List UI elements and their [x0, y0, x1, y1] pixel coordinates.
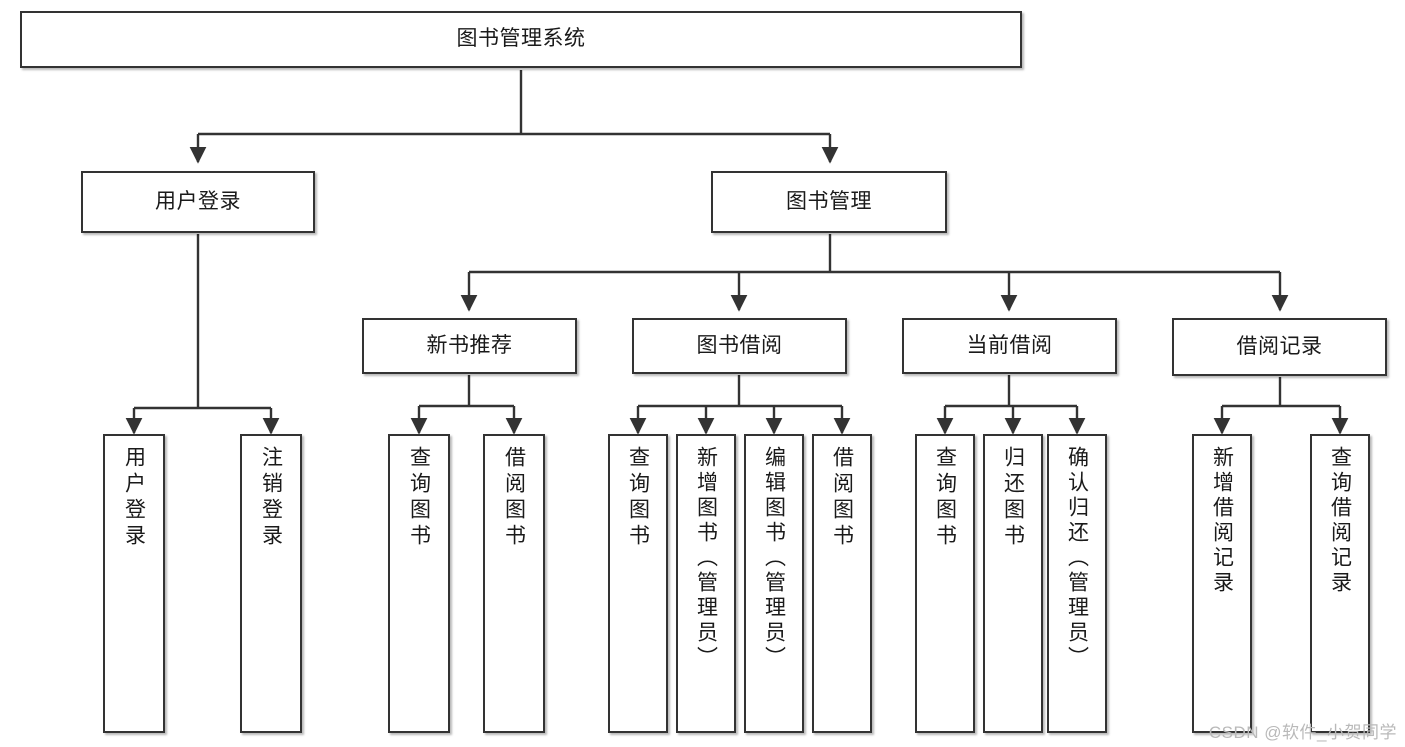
- node-label: 借阅图书: [830, 446, 854, 550]
- node-user-login[interactable]: 用户登录: [81, 171, 315, 233]
- leaf-user-login-login[interactable]: 用户登录: [103, 434, 165, 733]
- node-book-borrow[interactable]: 图书借阅: [632, 318, 847, 374]
- node-label: 当前借阅: [966, 333, 1053, 357]
- node-label: 借阅图书: [502, 446, 526, 550]
- node-borrow-record[interactable]: 借阅记录: [1172, 318, 1387, 376]
- leaf-current-borrow-query-book[interactable]: 查询图书: [915, 434, 975, 733]
- node-label: 查询借阅记录: [1328, 446, 1352, 596]
- leaf-user-login-logout[interactable]: 注销登录: [240, 434, 302, 733]
- leaf-book-borrow-query-book[interactable]: 查询图书: [608, 434, 668, 733]
- node-label: 编辑图书（管理员）: [762, 446, 786, 671]
- node-label: 图书借阅: [696, 333, 783, 357]
- node-label: 用户登录: [122, 446, 146, 550]
- node-label: 图书管理: [786, 189, 872, 213]
- node-label: 归还图书: [1001, 446, 1025, 550]
- node-root-book-management-system[interactable]: 图书管理系统: [20, 11, 1022, 68]
- leaf-current-borrow-return-book[interactable]: 归还图书: [983, 434, 1043, 733]
- leaf-new-book-query-book[interactable]: 查询图书: [388, 434, 450, 733]
- node-label: 查询图书: [933, 446, 957, 550]
- node-label: 查询图书: [407, 446, 431, 550]
- leaf-current-borrow-confirm-return-admin[interactable]: 确认归还（管理员）: [1047, 434, 1107, 733]
- node-book-management[interactable]: 图书管理: [711, 171, 947, 233]
- leaf-book-borrow-borrow-book[interactable]: 借阅图书: [812, 434, 872, 733]
- node-label: 确认归还（管理员）: [1065, 446, 1089, 671]
- node-current-borrow[interactable]: 当前借阅: [902, 318, 1117, 374]
- csdn-watermark: CSDN @软件_小贺同学: [1208, 723, 1397, 742]
- leaf-new-book-borrow-book[interactable]: 借阅图书: [483, 434, 545, 733]
- node-label: 借阅记录: [1236, 334, 1323, 358]
- leaf-borrow-record-query-record[interactable]: 查询借阅记录: [1310, 434, 1370, 733]
- node-label: 用户登录: [155, 189, 241, 213]
- node-label: 注销登录: [259, 446, 283, 550]
- node-label: 新增借阅记录: [1210, 446, 1234, 596]
- leaf-book-borrow-add-book-admin[interactable]: 新增图书（管理员）: [676, 434, 736, 733]
- leaf-borrow-record-add-record[interactable]: 新增借阅记录: [1192, 434, 1252, 733]
- leaf-book-borrow-edit-book-admin[interactable]: 编辑图书（管理员）: [744, 434, 804, 733]
- node-label: 查询图书: [626, 446, 650, 550]
- node-new-book-recommend[interactable]: 新书推荐: [362, 318, 577, 374]
- node-label: 新书推荐: [426, 333, 513, 357]
- node-label: 新增图书（管理员）: [694, 446, 718, 671]
- node-label: 图书管理系统: [456, 27, 586, 51]
